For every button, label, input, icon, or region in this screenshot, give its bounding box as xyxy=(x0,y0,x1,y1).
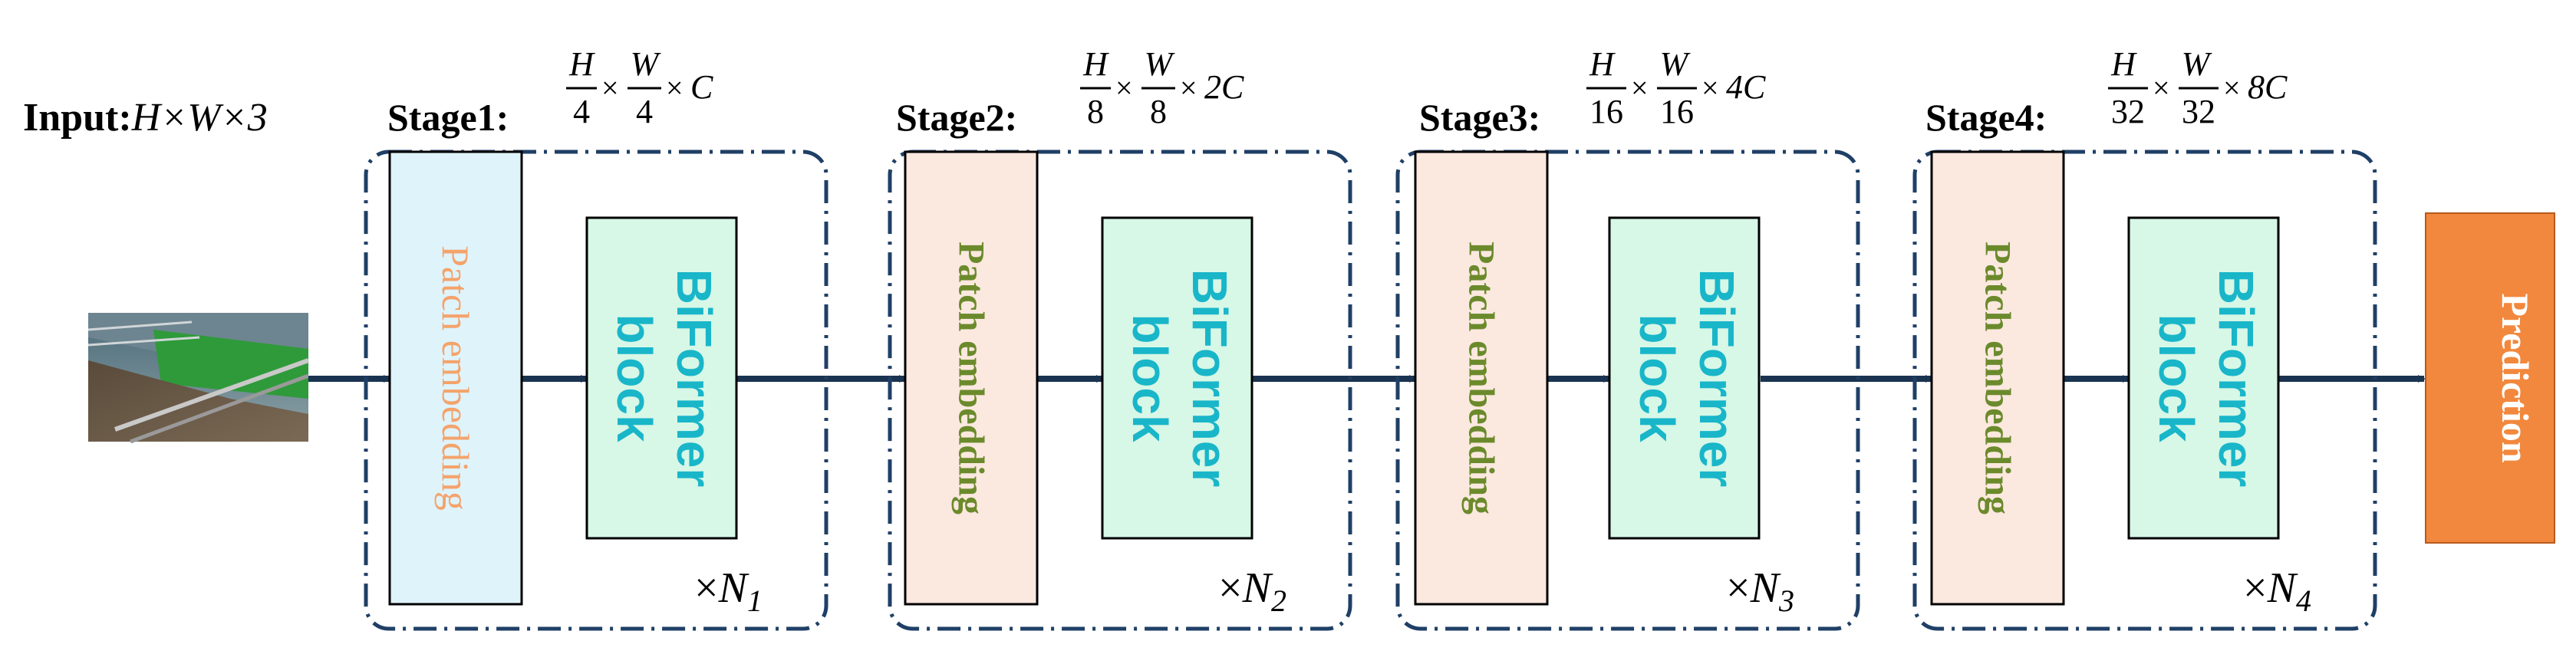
stage-4-times-2: × xyxy=(2223,71,2241,105)
stage-1-patch-embedding-box xyxy=(388,150,523,606)
stage-1-times-1: × xyxy=(601,71,619,105)
stage-1-biformer-label-line1: BiFormer xyxy=(667,269,722,488)
stage-2-biformer-box xyxy=(1101,216,1253,540)
prediction-box xyxy=(2425,212,2555,544)
stage-3-container xyxy=(1395,150,1860,631)
stage-2-h-numerator: H xyxy=(1082,45,1109,83)
stage-4-times-1: × xyxy=(2153,71,2170,105)
stage-1-biformer-label-line2: block xyxy=(607,314,662,442)
input-dims: H×W×3 xyxy=(131,96,268,140)
stage-4-container xyxy=(1912,150,2377,631)
stage-1-label: Stage1: xyxy=(387,96,509,139)
stage-3-times-2: × xyxy=(1701,71,1719,105)
stage-2-patch-embedding-label: Patch embedding xyxy=(951,242,992,514)
field-photo-icon xyxy=(87,313,310,444)
stage-1-w-denominator: 4 xyxy=(636,93,653,130)
stage-3-repeat-label: ×N3 xyxy=(1726,564,1794,618)
stage-4-h-numerator: H xyxy=(2110,45,2137,83)
stage-3-patch-embedding-label: Patch embedding xyxy=(1461,242,1502,514)
input-prefix: Input: xyxy=(23,96,132,140)
stage-3-w-numerator: W xyxy=(1660,45,1691,83)
input-label: Input:H×W×3 xyxy=(23,96,268,140)
stage-3-biformer-label-line2: block xyxy=(1629,314,1685,442)
stage-2-biformer-label-line2: block xyxy=(1122,314,1178,442)
stage-1-channels: C xyxy=(690,68,713,106)
stage-1-repeat-label: ×N1 xyxy=(694,564,763,618)
stage-2-label: Stage2: xyxy=(896,96,1017,139)
stage-1-h-denominator: 4 xyxy=(573,93,590,130)
stage-2-channels: 2C xyxy=(1204,68,1244,106)
stage-4-repeat-label: ×N4 xyxy=(2243,564,2311,618)
stage-3-times-1: × xyxy=(1631,71,1649,105)
stage-3-label: Stage3: xyxy=(1419,96,1540,139)
stage-3-biformer-box xyxy=(1608,216,1761,540)
stage-4-label: Stage4: xyxy=(1925,96,2047,139)
stage-4-channels: 8C xyxy=(2248,68,2288,106)
svg-text:Input:H×W×3: Input:H×W×3 xyxy=(23,96,268,140)
stage-4-biformer-label-line1: BiFormer xyxy=(2209,269,2264,488)
stage-1-times-2: × xyxy=(666,71,684,105)
stage-2-biformer-label-line1: BiFormer xyxy=(1182,269,1237,488)
stage-4-biformer-label-line2: block xyxy=(2149,314,2204,442)
stage-2-w-numerator: W xyxy=(1145,45,1175,83)
stage-2-patch-embedding-box xyxy=(904,150,1039,606)
stage-3-w-denominator: 16 xyxy=(1660,93,1694,130)
stage-4-biformer-box xyxy=(2127,216,2280,540)
prediction-block: Prediction xyxy=(2425,212,2555,544)
stage-2-w-denominator: 8 xyxy=(1150,93,1167,130)
stage-1-h-numerator: H xyxy=(568,45,595,83)
stage-2-times-2: × xyxy=(1180,71,1197,105)
stage-1-biformer-box xyxy=(585,216,738,540)
stage-2-times-1: × xyxy=(1115,71,1133,105)
stage-4-w-numerator: W xyxy=(2182,45,2212,83)
stage-2-repeat-label: ×N2 xyxy=(1218,564,1286,618)
stage-4-h-denominator: 32 xyxy=(2111,93,2145,130)
stage-2-container xyxy=(888,150,1352,631)
stage-2-h-denominator: 8 xyxy=(1087,93,1104,130)
stage-3-biformer-label-line1: BiFormer xyxy=(1689,269,1744,488)
stage-3-channels: 4C xyxy=(1726,68,1766,106)
stage-4-w-denominator: 32 xyxy=(2182,93,2215,130)
stage-3-h-denominator: 16 xyxy=(1589,93,1623,130)
stage-1-patch-embedding-label: Patch embedding xyxy=(434,245,477,511)
stage-1-w-numerator: W xyxy=(631,45,661,83)
stage-4-patch-embedding-box xyxy=(1930,150,2065,606)
stage-3-patch-embedding-box xyxy=(1414,150,1549,606)
stage-3-h-numerator: H xyxy=(1589,45,1616,83)
stage-4-patch-embedding-label: Patch embedding xyxy=(1978,242,2018,514)
stage-1-container xyxy=(364,150,828,631)
prediction-label: Prediction xyxy=(2494,293,2537,462)
